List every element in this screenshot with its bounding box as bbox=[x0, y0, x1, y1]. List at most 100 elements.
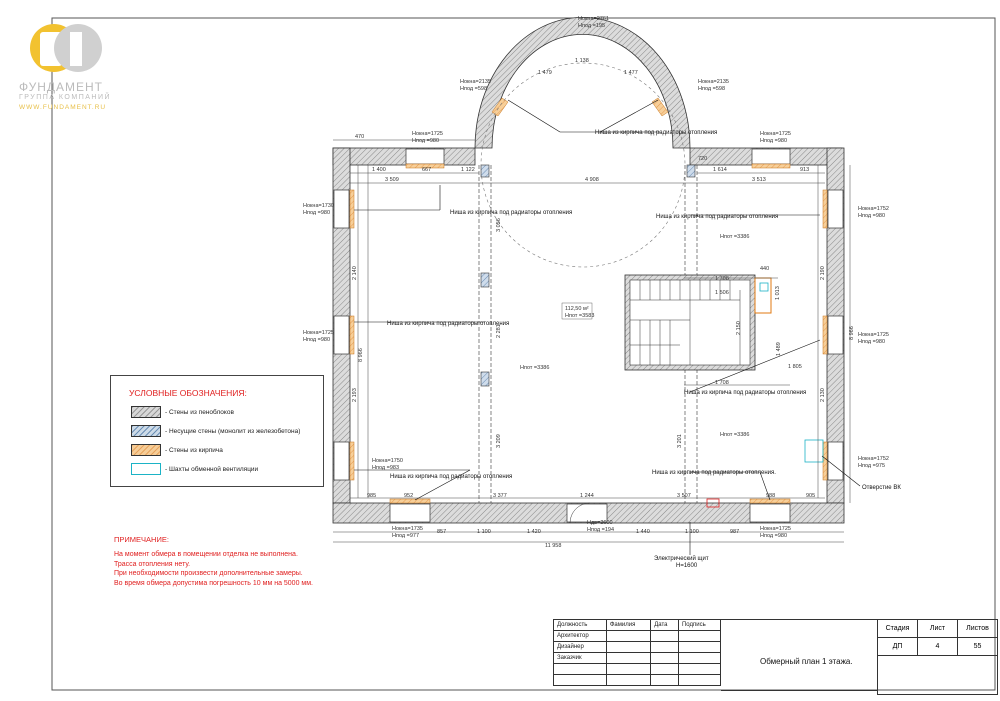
niche-label-left-bottom: Ниша из кирпича под радиаторы отопления bbox=[390, 474, 512, 480]
dim-value: 988 bbox=[766, 493, 775, 499]
dim-value: 905 bbox=[806, 493, 815, 499]
remark-title: ПРИМЕЧАНИЕ: bbox=[114, 535, 169, 544]
dim-value: 1 122 bbox=[461, 167, 475, 173]
remark-block: ПРИМЕЧАНИЕ: На момент обмера в помещении… bbox=[114, 535, 313, 588]
dim-value: 2 190 bbox=[820, 266, 826, 280]
outer-walls bbox=[332, 16, 845, 524]
dim-value: 1 420 bbox=[527, 529, 541, 535]
legend-item-brick: - Стены из кирпича bbox=[131, 444, 223, 456]
window-left-2: Hокна=1725 bbox=[303, 330, 334, 336]
room-ceiling: Hпот =3583 bbox=[565, 313, 594, 319]
window-arc-right: Hокна=2135 bbox=[698, 79, 729, 85]
window-left-1b: Hпод =980 bbox=[303, 210, 330, 216]
dim-value: 1 100 bbox=[685, 529, 699, 535]
legend: УСЛОВНЫЕ ОБОЗНАЧЕНИЯ: - Стены из пенобло… bbox=[110, 375, 324, 487]
tb-header: Должность bbox=[553, 619, 607, 631]
dim-value: 2 281 bbox=[496, 324, 502, 338]
logo-subtitle: ГРУППА КОМПАНИЙ bbox=[19, 94, 112, 101]
tb-cell bbox=[677, 630, 722, 642]
tb-role: Архитектор bbox=[553, 630, 607, 642]
tb-header: Фамилия bbox=[605, 619, 652, 631]
room-area: 112,50 м² bbox=[565, 306, 589, 312]
logo-url: WWW.FUNDAMENT.RU bbox=[19, 104, 107, 111]
window-bottom-right-b: Hпод =980 bbox=[760, 533, 787, 539]
dim-value: 2 130 bbox=[820, 388, 826, 402]
dim-value: 720 bbox=[698, 156, 707, 162]
electric-label: Электрический щит bbox=[654, 555, 709, 562]
dim-value: 2 150 bbox=[736, 321, 742, 335]
legend-item-concrete: - Несущие стены (монолит из железобетона… bbox=[131, 425, 300, 437]
tb-header: Подпись bbox=[677, 619, 722, 631]
tb-cell bbox=[650, 663, 679, 675]
dim-value: 667 bbox=[422, 167, 431, 173]
tb-cell bbox=[677, 663, 722, 675]
title-block-middle bbox=[721, 619, 878, 691]
dim-value: 2 140 bbox=[352, 266, 358, 280]
window-right-1: Hокна=1752 bbox=[858, 206, 889, 212]
stage-value: 55 bbox=[957, 637, 998, 656]
niche-label-left-top: Ниша из кирпича под радиаторы отопления bbox=[450, 210, 572, 216]
door-bottom: Hдв=2600 bbox=[587, 520, 613, 526]
legend-item-label: - Шахты обменной вентиляции bbox=[165, 465, 259, 473]
window-right-3: Hокна=1752 bbox=[858, 456, 889, 462]
dim-value: 3 201 bbox=[677, 434, 683, 448]
plan-labels: 112,50 м² Hпот =3583 Ниша из кирпича под… bbox=[303, 16, 901, 569]
dim-value: 2 193 bbox=[352, 388, 358, 402]
electric-panel-marker bbox=[706, 498, 720, 508]
hpot-label-2: Hпот =3386 bbox=[720, 234, 749, 240]
dimension-values: 470 1 400 667 1 122 3 509 4 908 3 513 1 … bbox=[352, 58, 855, 549]
niche-label-right-bottom: Ниша из кирпича под радиаторы отопления. bbox=[652, 470, 776, 476]
tb-cell bbox=[650, 652, 679, 664]
title-block-signatures: Должность Фамилия Дата Подпись Архитекто… bbox=[553, 619, 722, 686]
foam-wall-swatch-icon bbox=[131, 406, 161, 418]
tb-cell bbox=[650, 630, 679, 642]
dimension-lines bbox=[333, 139, 851, 543]
dim-value: 1 138 bbox=[575, 58, 589, 64]
dim-value: 857 bbox=[437, 529, 446, 535]
tb-cell bbox=[650, 674, 679, 686]
window-arc-top-b: Hпод =195 bbox=[578, 23, 605, 29]
dim-value: 3 377 bbox=[493, 493, 507, 499]
dim-value: 11 958 bbox=[545, 543, 561, 549]
dim-value: 1 708 bbox=[715, 380, 729, 386]
window-left-3b: Hпод =983 bbox=[372, 465, 399, 471]
window-right-2: Hокна=1725 bbox=[858, 332, 889, 338]
window-left-3: Hокна=1750 bbox=[372, 458, 403, 464]
brick-wall-swatch-icon bbox=[131, 444, 161, 456]
window-left-1: Hокна=1730 bbox=[303, 203, 334, 209]
tb-cell bbox=[677, 641, 722, 653]
dim-value: 470 bbox=[355, 134, 364, 140]
remark-line: Трасса отопления нету. bbox=[114, 560, 191, 568]
dim-value: 3 509 bbox=[385, 177, 399, 183]
columns bbox=[480, 164, 696, 387]
window-right-3b: Hпод =975 bbox=[858, 463, 885, 469]
hpot-label-1: Hпот =3386 bbox=[520, 365, 549, 371]
legend-item-label: - Стены из пеноблоков bbox=[165, 408, 234, 416]
window-top-left-b: Hпод =980 bbox=[412, 138, 439, 144]
dim-value: 440 bbox=[760, 266, 769, 272]
window-right-2b: Hпод =980 bbox=[858, 339, 885, 345]
tb-cell bbox=[605, 663, 652, 675]
dim-value: 1 506 bbox=[715, 290, 729, 296]
door-bottom-b: Hпод =194 bbox=[587, 527, 614, 533]
leader-lines bbox=[354, 99, 861, 555]
tb-cell bbox=[677, 652, 722, 664]
apse-projection bbox=[480, 62, 686, 268]
remark-line: На момент обмера в помещении отделка не … bbox=[114, 551, 298, 559]
dim-value: 3 209 bbox=[496, 434, 502, 448]
dim-value: 1 805 bbox=[788, 364, 802, 370]
niche-label-right-mid: Ниша из кирпича под радиаторы отопления bbox=[684, 390, 806, 396]
legend-item-shaft: - Шахты обменной вентиляции bbox=[131, 463, 258, 475]
dim-value: 1 614 bbox=[713, 167, 727, 173]
tb-header: Дата bbox=[650, 619, 679, 631]
window-arc-left: Hокна=2135 bbox=[460, 79, 491, 85]
dim-value: 4 908 bbox=[585, 177, 599, 183]
tb-cell bbox=[605, 652, 652, 664]
dim-value: 3 507 bbox=[677, 493, 691, 499]
title-block-stage: Стадия Лист Листов ДП 4 55 bbox=[877, 619, 998, 695]
vent-shaft-swatch-icon bbox=[131, 463, 161, 475]
legend-item-label: - Несущие стены (монолит из железобетона… bbox=[165, 427, 301, 435]
tb-cell bbox=[650, 641, 679, 653]
stage-value: 4 bbox=[917, 637, 958, 656]
